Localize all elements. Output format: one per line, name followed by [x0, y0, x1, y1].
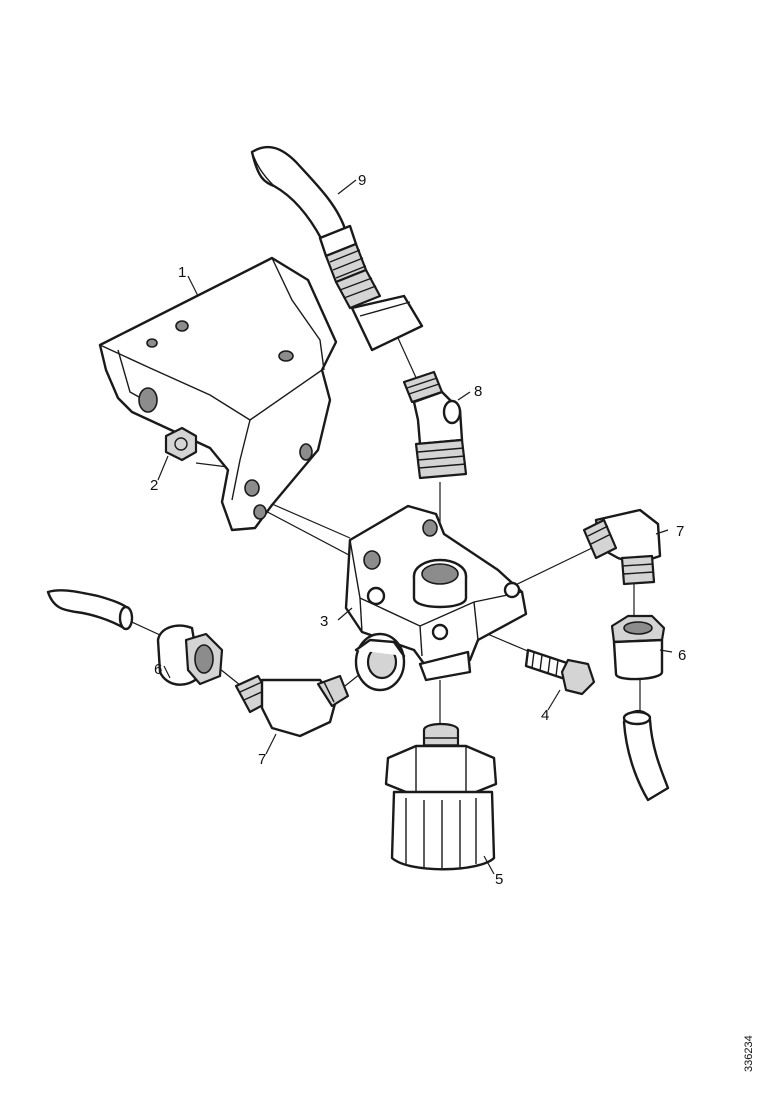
label-part-1: 1: [178, 264, 186, 281]
part-labels: 1 2 3 4 5 6 6 7 7 8 9: [150, 172, 686, 888]
filter-bowl: [384, 722, 498, 871]
label-part-8: 8: [474, 383, 482, 400]
bolt: [524, 648, 596, 696]
label-part-7-left: 7: [258, 751, 266, 768]
mounting-bracket: [98, 256, 338, 532]
label-part-2: 2: [150, 477, 158, 494]
label-part-6-right: 6: [678, 647, 686, 664]
fitting-left: [156, 624, 224, 686]
label-part-7-right: 7: [676, 523, 684, 540]
elbow-right: [582, 508, 662, 586]
fitting-right: [610, 614, 666, 681]
label-leaders: [157, 179, 673, 875]
label-part-4: 4: [541, 707, 549, 724]
label-part-3: 3: [320, 613, 328, 630]
elbow-top: [402, 370, 468, 480]
label-part-9: 9: [358, 172, 366, 189]
document-number: 336234: [743, 1035, 755, 1072]
nut: [164, 426, 198, 462]
label-part-5: 5: [495, 871, 503, 888]
hose-left: [46, 589, 134, 631]
hose-top: [250, 145, 424, 352]
valve-body: [344, 504, 528, 692]
hose-bottom-right: [622, 710, 670, 802]
label-part-6-left: 6: [154, 661, 162, 678]
elbow-left: [234, 674, 350, 738]
